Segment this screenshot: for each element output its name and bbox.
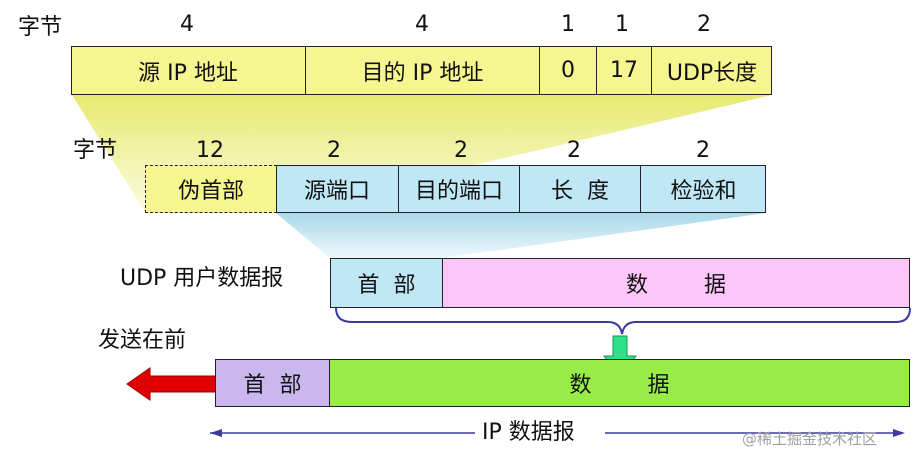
watermark: @稀土掘金技术社区 <box>742 430 878 448</box>
field-length: 长 度 <box>520 165 641 213</box>
field-checksum: 检验和 <box>670 179 737 204</box>
ip-scale-arrowhead-left <box>210 429 222 437</box>
row2-bytes-label: 字节 <box>73 138 118 163</box>
row1-bytes-dst-ip: 4 <box>415 12 429 37</box>
send-first-label: 发送在前 <box>98 328 187 353</box>
row2-bytes-length: 2 <box>567 138 581 163</box>
field-udp-length: UDP长度 <box>666 60 758 86</box>
ip-datagram-label: IP 数据报 <box>482 420 575 445</box>
udp-datagram-label: UDP 用户数据报 <box>120 266 284 291</box>
row2-bytes-checksum: 2 <box>696 138 710 163</box>
row1-bytes-src-ip: 4 <box>180 12 194 37</box>
expand-fan-udp-header <box>276 213 766 258</box>
field-dest-port: 目的端口 <box>399 165 520 213</box>
row1-bytes-zero: 1 <box>561 12 575 37</box>
field-protocol: 17 <box>597 46 652 95</box>
ip-data-block: 数 据 <box>329 359 910 407</box>
red-left-arrow <box>126 367 217 401</box>
udp-data-block: 数 据 <box>442 258 910 308</box>
row1-bytes-protocol: 1 <box>615 12 629 37</box>
row2-bytes-src-port: 2 <box>327 138 341 163</box>
udp-header-row <box>276 165 766 213</box>
field-pseudo-header: 伪首部 <box>145 165 277 213</box>
udp-header-block: 首 部 <box>330 258 443 308</box>
row2-bytes-dst-port: 2 <box>454 138 468 163</box>
udp-brace <box>335 307 911 335</box>
row1-bytes-label: 字节 <box>18 15 63 40</box>
field-source-ip: 源 IP 地址 <box>71 46 306 95</box>
ip-scale-arrowhead-right <box>893 429 905 437</box>
pseudo-header-row <box>71 46 772 95</box>
row2-bytes-pseudo: 12 <box>196 138 224 163</box>
ip-header-block: 首 部 <box>215 359 330 407</box>
field-zero: 0 <box>540 46 597 95</box>
field-dest-ip: 目的 IP 地址 <box>306 46 540 95</box>
field-source-port: 源端口 <box>276 165 399 213</box>
row1-bytes-udp-length: 2 <box>697 12 711 37</box>
